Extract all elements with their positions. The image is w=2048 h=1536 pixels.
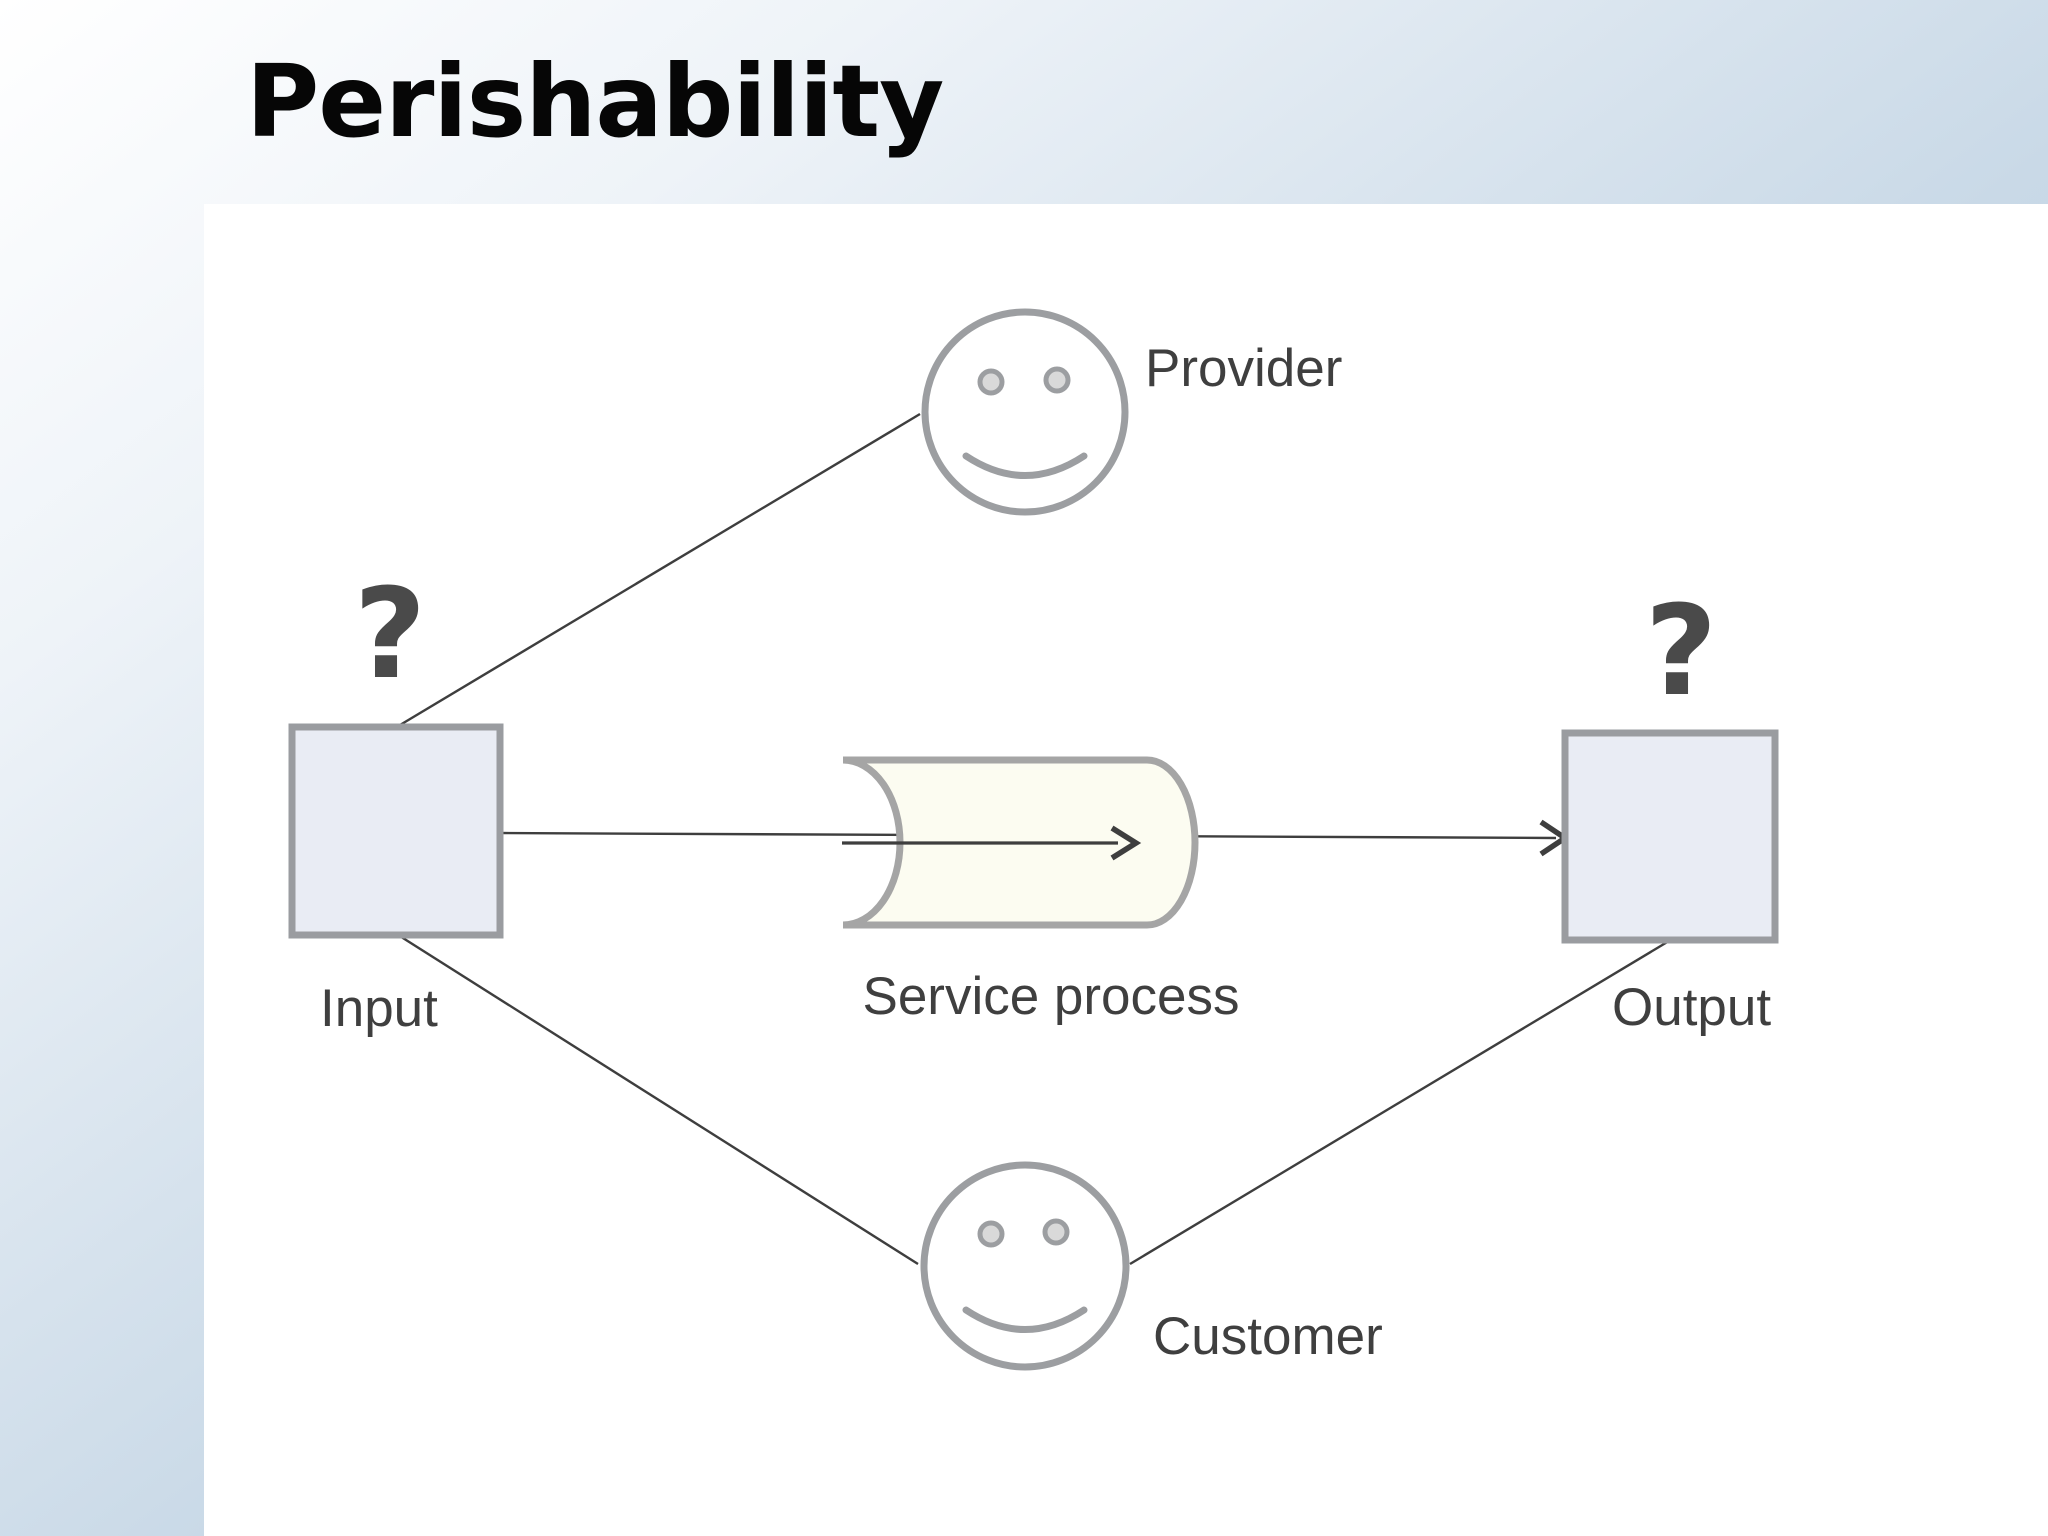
service-process-label: Service process: [862, 967, 1240, 1026]
customer-smile: [962, 1306, 1088, 1333]
output-question-mark: ?: [1644, 579, 1718, 724]
input-question-mark: ?: [353, 562, 427, 707]
provider-right-eye: [1043, 366, 1071, 394]
customer-left-eye: [977, 1220, 1005, 1248]
output-label: Output: [1612, 978, 1772, 1037]
customer-face-icon: [920, 1161, 1130, 1371]
output-box: [1561, 729, 1779, 944]
input-label: Input: [320, 979, 438, 1038]
provider-face-icon: [921, 308, 1129, 516]
connector-customer-output: [1129, 939, 1670, 1266]
page-title: Perishability: [246, 43, 944, 160]
connector-input-customer: [394, 931, 919, 1266]
connector-input-provider: [394, 412, 921, 730]
provider-smile: [962, 452, 1088, 479]
input-box: [288, 723, 504, 939]
customer-label: Customer: [1153, 1307, 1383, 1366]
provider-head: [921, 308, 1129, 516]
provider-label: Provider: [1145, 339, 1343, 398]
customer-right-eye: [1042, 1218, 1070, 1246]
process-arrowhead-icon: [1110, 825, 1142, 861]
customer-head: [920, 1161, 1130, 1371]
provider-left-eye: [977, 368, 1005, 396]
